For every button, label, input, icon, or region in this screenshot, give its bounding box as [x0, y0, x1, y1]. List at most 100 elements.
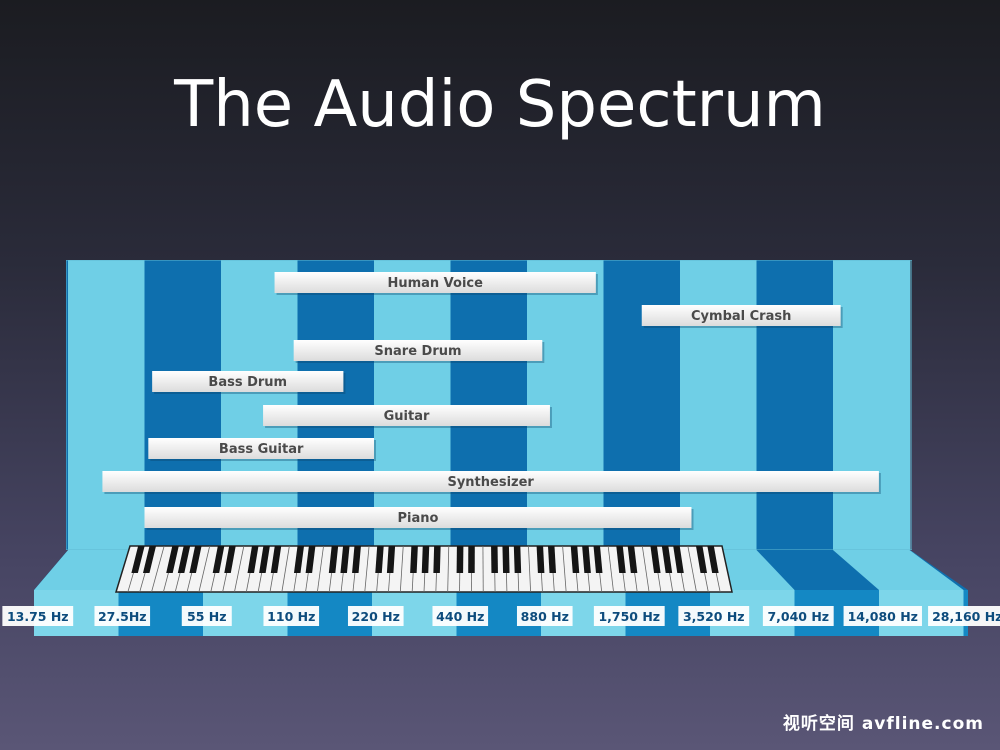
spectrum-floor-band	[833, 550, 965, 590]
frequency-label: 27.5Hz	[98, 609, 147, 624]
frequency-label: 110 Hz	[267, 609, 315, 624]
frequency-label-box	[263, 606, 320, 626]
keyboard-black-key	[650, 546, 661, 573]
frequency-label-box	[347, 606, 404, 626]
keyboard-white-key-line	[687, 545, 697, 593]
keyboard-black-key	[661, 546, 673, 573]
spectrum-band	[68, 260, 146, 550]
keyboard-black-key	[707, 546, 719, 573]
keyboard-black-key	[410, 546, 418, 573]
keyboard-black-key	[177, 546, 191, 573]
frequency-label: 440 Hz	[436, 609, 484, 624]
keyboard-white-key-line	[364, 545, 370, 593]
keyboard-black-key	[433, 546, 441, 573]
range-bar-label: Human Voice	[387, 276, 483, 291]
frequency-label: 880 Hz	[521, 609, 569, 624]
range-bar	[144, 507, 692, 528]
keyboard-black-key	[536, 546, 545, 573]
keyboard-black-key	[468, 546, 475, 573]
keyboard-black-key	[627, 546, 638, 573]
frequency-label-box	[593, 606, 665, 626]
keyboard-black-key	[502, 546, 510, 573]
frequency-label: 28,160 Hz	[932, 609, 1000, 624]
keyboard-white-key-line	[281, 545, 290, 593]
frequency-label-box	[843, 606, 922, 626]
keyboard-black-key	[386, 546, 396, 573]
keyboard-black-key	[293, 546, 305, 573]
frequency-label-box	[928, 606, 1000, 626]
keyboard-white-key-line	[447, 545, 450, 593]
keyboard-black-key	[189, 546, 202, 573]
keyboard-black-key	[247, 546, 259, 573]
keyboard-black-key	[166, 546, 179, 573]
keyboard-black-key	[340, 546, 350, 573]
keyboard-black-key	[421, 546, 430, 573]
range-bar	[641, 305, 841, 326]
frequency-label: 14,080 Hz	[848, 609, 918, 624]
keyboard-black-key	[673, 546, 684, 573]
keyboard-black-key	[695, 546, 708, 573]
keyboard-white-key-line	[316, 545, 324, 593]
keyboard-black-key	[456, 546, 464, 573]
range-bar-label: Bass Guitar	[219, 442, 304, 457]
keyboard-white-key-line	[151, 545, 165, 593]
frequency-label-box	[181, 606, 232, 626]
frequency-label: 1,750 Hz	[598, 609, 660, 624]
frequency-label-box	[516, 606, 573, 626]
range-bar	[274, 272, 596, 293]
keyboard-white-key-line	[607, 545, 614, 593]
keyboard-black-key	[305, 546, 316, 573]
keyboard-black-key	[212, 546, 225, 573]
range-bar-label: Cymbal Crash	[691, 309, 791, 324]
frequency-label-box	[762, 606, 834, 626]
spectrum-band	[756, 260, 834, 550]
keyboard-black-key	[547, 546, 557, 573]
keyboard-black-key	[224, 546, 236, 573]
frequency-label: 13.75 Hz	[7, 609, 69, 624]
range-bar-label: Guitar	[384, 409, 430, 424]
keyboard-black-key	[259, 546, 270, 573]
keyboard-black-key	[616, 546, 626, 573]
spectrum-band	[144, 260, 222, 550]
frequency-label: 220 Hz	[352, 609, 400, 624]
keyboard-black-key	[570, 546, 580, 573]
keyboard-black-key	[352, 546, 361, 573]
frequency-label-box	[2, 606, 74, 626]
watermark: 视听空间 avfline.com	[782, 714, 984, 734]
keyboard-black-key	[491, 546, 498, 573]
frequency-label-box	[432, 606, 489, 626]
frequency-label: 55 Hz	[187, 609, 226, 624]
keyboard-black-key	[131, 546, 145, 573]
keyboard-white-key-line	[234, 545, 245, 593]
keyboard-black-key	[593, 546, 603, 573]
frequency-label-box	[678, 606, 750, 626]
keyboard-white-key-line	[198, 545, 211, 593]
keyboard-black-key	[513, 546, 522, 573]
frequency-labels: 13.75 Hz 27.5Hz 55 Hz 110 Hz 220 Hz 440 Hz 880…	[2, 606, 1000, 626]
range-bar	[102, 471, 879, 492]
keyboard-black-key	[328, 546, 339, 573]
range-bar-label: Piano	[398, 511, 439, 526]
spectrum-band	[680, 260, 758, 550]
keyboard-white-key-line	[528, 545, 532, 593]
page-title: The Audio Spectrum	[174, 68, 826, 142]
range-bar-label: Snare Drum	[374, 344, 461, 359]
keyboard-black-key	[270, 546, 282, 573]
range-bar	[293, 340, 543, 361]
keyboard-white-key-line	[562, 545, 567, 593]
piano-keyboard	[114, 545, 733, 593]
spectrum-floor-band	[756, 550, 880, 590]
range-bar	[152, 371, 344, 392]
range-bar-label: Synthesizer	[447, 475, 534, 490]
keyboard-white-key-line	[641, 545, 650, 593]
range-bar	[148, 438, 374, 459]
frequency-label: 3,520 Hz	[683, 609, 745, 624]
frequency-label-box	[94, 606, 151, 626]
spectrum-band	[66, 260, 69, 550]
spectrum-band	[603, 260, 681, 550]
frequency-label: 7,040 Hz	[767, 609, 829, 624]
spectrum-floor-band	[34, 550, 146, 590]
keyboard-black-key	[142, 546, 157, 573]
spectrum-band	[833, 260, 911, 550]
